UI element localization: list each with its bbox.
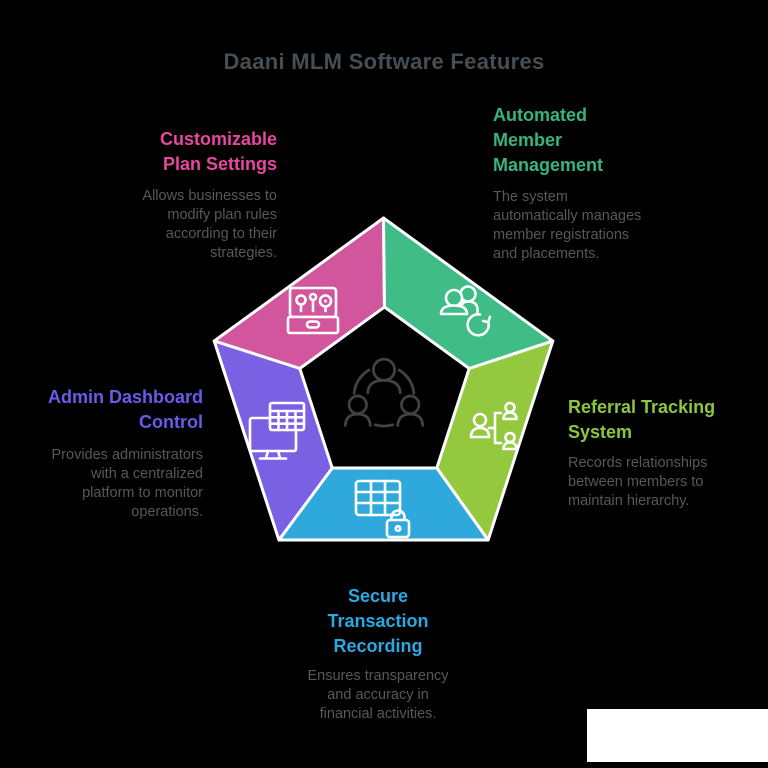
feature-description: Records relationships between members to… (568, 455, 708, 509)
feature-description: Allows businesses to modify plan rules a… (142, 188, 277, 261)
feature-description: Provides administrators with a centraliz… (51, 447, 204, 520)
feature-description: Ensures transparency and accuracy in fin… (307, 668, 449, 722)
feature-heading: Customizable Plan Settings (159, 129, 277, 174)
watermark-box (587, 709, 768, 762)
page-title: Daani MLM Software Features (223, 49, 545, 74)
member-sync-icon (439, 285, 492, 337)
segment-admin-dashboard-control (212, 339, 334, 542)
ledger-lock-icon (354, 479, 411, 539)
dashboard-monitor-icon (248, 401, 306, 460)
referral-tree-icon (469, 401, 518, 451)
toolbox-icon (286, 286, 340, 335)
feature-heading: Admin Dashboard Control (47, 387, 203, 432)
feature-heading: Referral Tracking System (568, 397, 716, 442)
feature-secure-transaction-recording: Secure Transaction Recording Ensures tra… (278, 584, 478, 724)
feature-heading: Automated Member Management (493, 105, 604, 175)
feature-automated-member-management: Automated Member Management The system a… (493, 103, 725, 264)
feature-admin-dashboard-control: Admin Dashboard Control Provides adminis… (11, 385, 203, 522)
feature-referral-tracking-system: Referral Tracking System Records relatio… (568, 395, 768, 511)
feature-heading: Secure Transaction Recording (327, 586, 429, 656)
feature-customizable-plan-settings: Customizable Plan Settings Allows busine… (45, 127, 277, 263)
feature-description: The system automatically manages member … (493, 189, 642, 262)
team-network-icon (343, 357, 425, 428)
